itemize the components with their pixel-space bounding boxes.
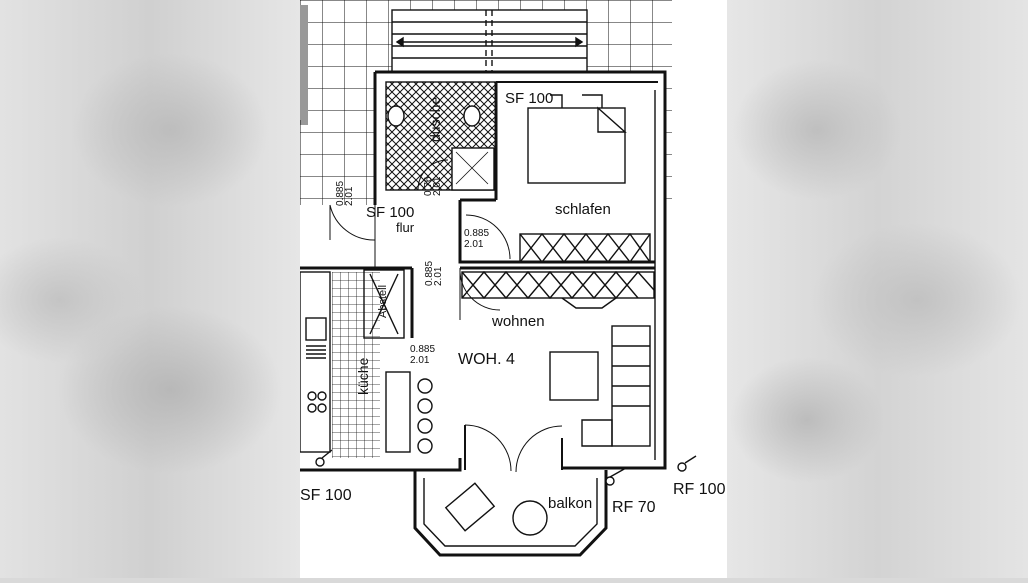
balcony-outline [413,470,608,557]
label-rf70: RF 70 [612,499,656,516]
blurred-backdrop-right [727,0,1028,578]
dining-bench [385,371,411,453]
label-sf-flur: SF 100 [366,204,414,221]
label-rf100: RF 100 [673,481,726,498]
label-door-height-2: 2.01 [432,176,443,196]
wall-strip [300,5,308,125]
label-schlafen: schlafen [555,201,611,218]
toilet [463,105,481,127]
label-balkon: balkon [548,495,592,512]
label-door-height-4: 2.01 [433,266,444,286]
stair-steps [392,10,587,72]
label-sf-bottom: SF 100 [300,487,352,504]
kitchen-counter [299,271,331,453]
label-flur: flur [396,220,415,235]
label-kueche: küche [355,357,371,395]
label-door-width-4: 0.885 [424,261,435,286]
label-door-height-5: 2.01 [410,355,430,366]
balcony-chair [444,482,496,532]
coffee-table [549,351,599,401]
label-dusche: dusche [427,97,443,142]
label-woh: WOH. 4 [458,351,515,368]
label-door-height-1: 2.01 [344,186,355,206]
washbasin [387,105,405,127]
blurred-backdrop-left [0,0,300,578]
balcony-table [512,500,548,536]
label-abstell: Abstell [377,285,389,318]
label-sf-top: SF 100 [505,90,553,107]
staircase [391,9,588,73]
label-door-height-3: 2.01 [464,239,484,250]
label-door-width-5: 0.885 [410,344,435,355]
kitchen-floor [332,272,380,458]
label-wohnen: wohnen [491,313,545,330]
floor-plan-drawing: SF 100 dusche schlafen SF 100 flur 0.885… [299,0,726,557]
label-door-width-3: 0.885 [464,228,489,239]
label-door-width-1: 0.885 [335,181,346,206]
living-wardrobe [461,271,655,299]
label-door-width-2: 0.76 [423,176,434,196]
floor-plan: SF 100 dusche schlafen SF 100 flur 0.885… [299,0,727,578]
